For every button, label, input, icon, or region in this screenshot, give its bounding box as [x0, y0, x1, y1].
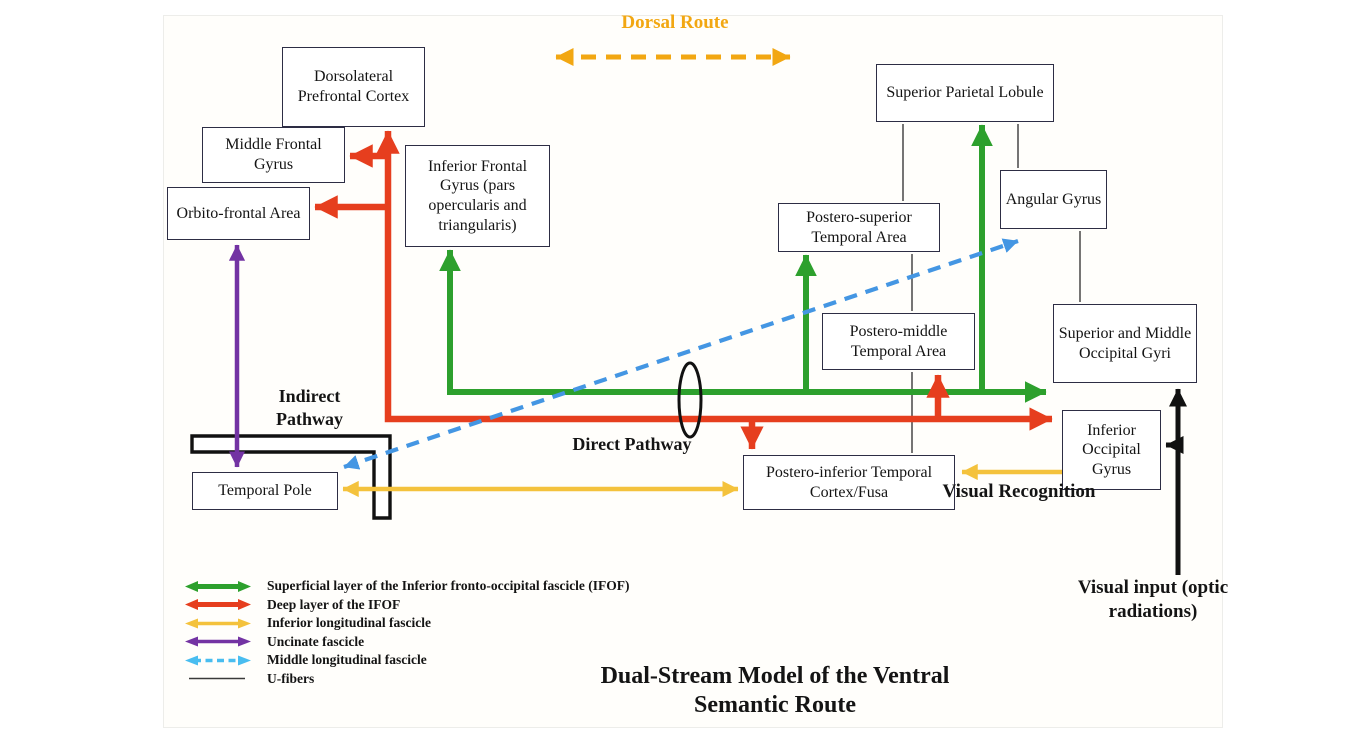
- node-mfg-label: Middle Frontal Gyrus: [225, 136, 322, 173]
- node-dlpfc: Dorsolateral Prefrontal Cortex: [282, 47, 425, 127]
- direct-pathway-label: Direct Pathway: [572, 434, 692, 454]
- node-ofa: Orbito-frontal Area: [167, 187, 310, 240]
- legend-item-mdlf: Middle longitudinal fascicle: [183, 651, 630, 670]
- node-pit: Postero-inferior Temporal Cortex/Fusa: [743, 455, 955, 510]
- legend-item-ilf: Inferior longitudinal fascicle: [183, 614, 630, 633]
- node-dlpfc-label: Dorsolateral Prefrontal Cortex: [297, 68, 410, 105]
- node-tp-label: Temporal Pole: [218, 482, 312, 500]
- mdlf-tp-ag: [343, 238, 1019, 470]
- legend-label: Middle longitudinal fascicle: [267, 652, 427, 668]
- node-pmt-label: Postero-middle Temporal Area: [849, 322, 948, 360]
- node-tp: Temporal Pole: [192, 472, 338, 510]
- indirect-pathway-label: Indirect Pathway: [276, 386, 343, 429]
- node-mfg: Middle Frontal Gyrus: [202, 127, 345, 183]
- node-pit-label: Postero-inferior Temporal Cortex/Fusa: [765, 463, 933, 501]
- node-smog-label: Superior and Middle Occipital Gyri: [1058, 324, 1192, 362]
- node-spl-label: Superior Parietal Lobule: [886, 84, 1044, 102]
- node-pst: Postero-superior Temporal Area: [778, 203, 940, 252]
- legend-label: Uncinate fascicle: [267, 633, 365, 649]
- dorsal-route-label: Dorsal Route: [621, 12, 729, 33]
- node-ag-label: Angular Gyrus: [1005, 190, 1102, 208]
- visual-recognition-label: Visual Recognition: [942, 481, 1096, 502]
- node-iog: Inferior Occipital Gyrus: [1062, 410, 1161, 490]
- ilf-lines: [342, 463, 1062, 498]
- legend-label: Superficial layer of the Inferior fronto…: [267, 578, 630, 594]
- legend-item-deep-ifof: Deep layer of the IFOF: [183, 596, 630, 615]
- legend-item-superficial-ifof: Superficial layer of the Inferior fronto…: [183, 577, 630, 596]
- node-ifg-label: Inferior Frontal Gyrus (pars opercularis…: [427, 157, 528, 234]
- node-pmt: Postero-middle Temporal Area: [822, 313, 975, 370]
- node-iog-label: Inferior Occipital Gyrus: [1082, 421, 1141, 478]
- ilf-arrow-icon: [185, 618, 251, 629]
- legend-item-u-fibers: U-fibers: [183, 670, 630, 689]
- legend-item-uncinate: Uncinate fascicle: [183, 633, 630, 652]
- legend-label: Inferior longitudinal fascicle: [267, 615, 431, 631]
- node-pst-label: Postero-superior Temporal Area: [806, 208, 912, 246]
- visual-input-label: Visual input (optic radiations): [1077, 577, 1229, 622]
- uncinate-arrow-icon: [185, 636, 251, 647]
- node-ifg: Inferior Frontal Gyrus (pars opercularis…: [405, 145, 550, 247]
- legend: Superficial layer of the Inferior fronto…: [183, 577, 630, 688]
- legend-label: U-fibers: [267, 670, 315, 686]
- node-ag: Angular Gyrus: [1000, 170, 1107, 229]
- node-smog: Superior and Middle Occipital Gyri: [1053, 304, 1197, 383]
- visual-input-lines: [1165, 388, 1188, 575]
- legend-label: Deep layer of the IFOF: [267, 596, 401, 612]
- diagram-title: Dual-Stream Model of the Ventral Semanti…: [600, 663, 950, 719]
- direct-pathway-ellipse: [677, 361, 703, 439]
- u-fibers-line-icon: [189, 678, 245, 680]
- mdlf-dashed-arrow-icon: [185, 655, 251, 666]
- node-spl: Superior Parietal Lobule: [876, 64, 1054, 122]
- deep-ifof-arrow-icon: [185, 599, 251, 611]
- node-ofa-label: Orbito-frontal Area: [176, 204, 301, 222]
- superficial-ifof-arrow-icon: [185, 580, 251, 592]
